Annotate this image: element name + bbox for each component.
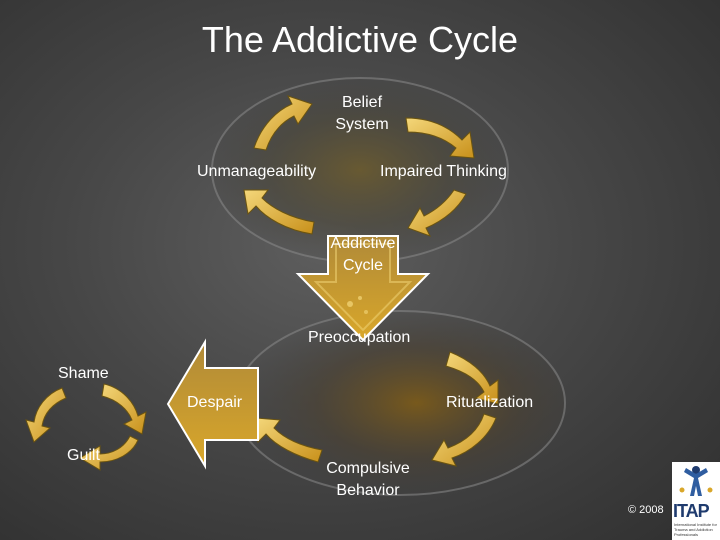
left-arrow-icon [166,338,259,470]
curved-arrow-icon [405,117,475,159]
curved-arrow-icon [445,351,499,405]
curved-arrow-icon [101,383,147,435]
node-label: Behavior [336,482,400,499]
node-ritualization: Ritualization [446,394,534,411]
curved-arrow-icon [243,189,315,235]
itap-logo: ITAP International Institute for Trauma … [672,462,720,540]
logo-text: ITAP [673,501,710,521]
node-label: Compulsive [326,460,410,477]
node-label: Cycle [342,257,383,274]
node-belief-system: Belief System [322,92,402,136]
curved-arrow-icon [253,95,313,151]
node-label: Belief [341,94,383,111]
down-arrow-icon [295,235,431,342]
node-despair: Despair [187,394,243,411]
node-unmanageability: Unmanageability [197,163,317,180]
copyright-text: © 2008 [628,504,664,516]
node-impaired-thinking: Impaired Thinking [380,163,507,180]
logo-figure-icon [679,466,713,496]
node-compulsive-behavior: Compulsive Behavior [318,458,418,502]
curved-arrow-icon [79,435,139,471]
curved-arrow-icon [255,417,323,463]
node-label: Addictive [330,235,396,252]
page-title: The Addictive Cycle [201,19,519,60]
node-shame: Shame [58,365,109,382]
curved-arrow-icon [407,189,467,237]
node-label: System [335,116,389,133]
curved-arrow-icon [25,387,67,443]
node-guilt: Guilt [67,447,100,464]
curved-arrow-icon [431,413,497,467]
logo-subtitle: International Institute for Trauma and A… [674,522,717,537]
node-preoccupation: Preoccupation [308,329,411,346]
node-addictive-cycle: Addictive Cycle [318,233,408,277]
